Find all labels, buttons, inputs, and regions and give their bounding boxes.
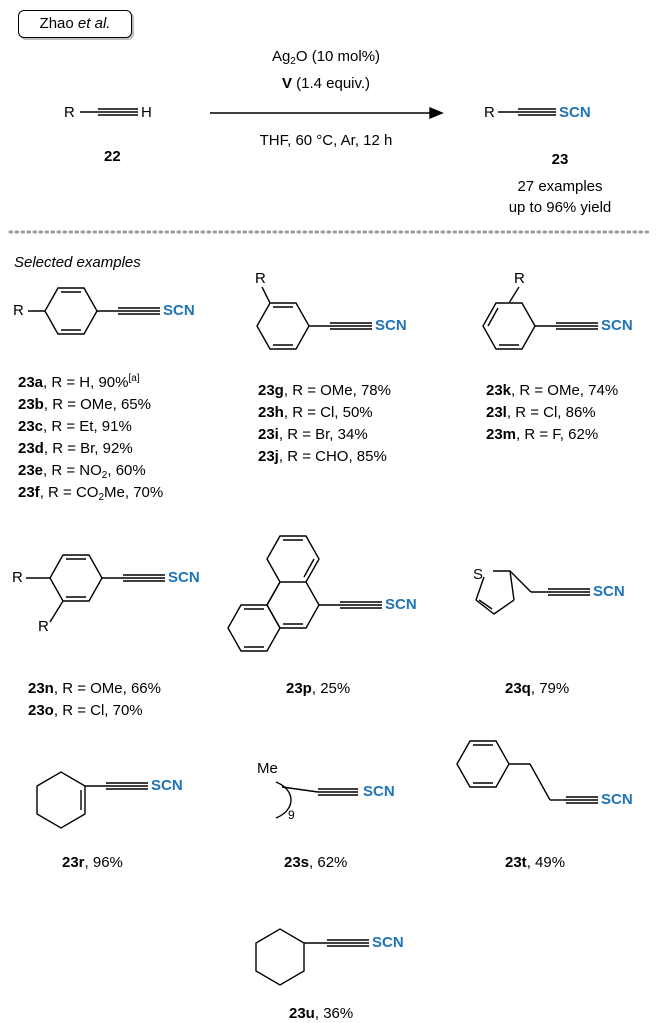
example-23b: 23b, R = OMe, 65% (18, 396, 151, 413)
thiophene-structure (475, 570, 590, 615)
sm-compound-label: 22 (104, 148, 121, 165)
product-compound-label: 23 (551, 151, 569, 168)
meta-aryl-structure (256, 286, 372, 350)
ortho-aryl-structure (482, 286, 598, 350)
alkyne-22-structure (80, 108, 138, 116)
product-r-group: R (484, 104, 495, 121)
example-23m: 23m, R = F, 62% (486, 426, 599, 443)
example-23t: 23t, 49% (505, 854, 566, 871)
example-23c: 23c, R = Et, 91% (18, 418, 132, 435)
alkyl-methyl-group: Me (257, 760, 278, 777)
disub-scn-group: SCN (168, 569, 200, 586)
thiophene-scn-group: SCN (593, 583, 625, 600)
cyclohexyl-structure (255, 928, 369, 986)
product-scn-group: SCN (559, 104, 591, 121)
para-r-group: R (13, 302, 24, 319)
ortho-r-group: R (514, 270, 525, 287)
cyclohexenyl-structure (36, 771, 148, 829)
para-example-list: 23a, R = H, 90%[a] 23b, R = OMe, 65% 23c… (18, 372, 163, 504)
alkyl-scn-group: SCN (363, 783, 395, 800)
citation-author: Zhao (39, 15, 74, 32)
example-23o: 23o, R = Cl, 70% (28, 702, 143, 719)
citation-etal: et al. (77, 15, 111, 32)
example-23g: 23g, R = OMe, 78% (258, 382, 391, 399)
reagent-silver-oxide: Ag2O (10 mol%) (271, 48, 381, 67)
disub-example-list: 23n, R = OMe, 66% 23o, R = Cl, 70% (28, 678, 161, 722)
meta-example-list: 23g, R = OMe, 78% 23h, R = Cl, 50% 23i, … (258, 380, 391, 468)
para-aryl-structure (28, 287, 160, 335)
citation-box: Zhao et al. (18, 10, 132, 38)
example-23l: 23l, R = Cl, 86% (486, 404, 596, 421)
max-yield: up to 96% yield (508, 199, 612, 216)
example-23p: 23p, 25% (286, 680, 351, 697)
meta-r-group: R (255, 270, 266, 287)
example-23q: 23q, 79% (505, 680, 570, 697)
example-23h: 23h, R = Cl, 50% (258, 404, 373, 421)
meta-scn-group: SCN (375, 317, 407, 334)
ortho-scn-group: SCN (601, 317, 633, 334)
sm-h-atom: H (141, 104, 152, 121)
reagent-v: V (1.4 equiv.) (281, 75, 371, 92)
sm-r-group: R (64, 104, 75, 121)
example-23f: 23f, R = CO2Me, 70% (18, 484, 164, 503)
example-23k: 23k, R = OMe, 74% (486, 382, 619, 399)
example-23i: 23i, R = Br, 34% (258, 426, 368, 443)
example-23a: 23a, R = H, 90%[a] (18, 373, 140, 392)
para-scn-group: SCN (163, 302, 195, 319)
phenylbutynyl-structure (456, 740, 598, 804)
examples-count: 27 examples (517, 178, 603, 195)
cyclohexenyl-scn-group: SCN (151, 777, 183, 794)
example-23d: 23d, R = Br, 92% (18, 440, 133, 457)
phenanthrene-scn-group: SCN (385, 596, 417, 613)
disub-r-group-meta: R (38, 618, 49, 635)
example-23j: 23j, R = CHO, 85% (258, 448, 387, 465)
reaction-arrow (210, 106, 444, 120)
example-23s: 23s, 62% (284, 854, 348, 871)
disubstituted-aryl-structure (26, 554, 165, 623)
section-title: Selected examples (14, 254, 141, 271)
example-23n: 23n, R = OMe, 66% (28, 680, 161, 697)
phenanthrene-structure (227, 535, 382, 652)
ortho-example-list: 23k, R = OMe, 74% 23l, R = Cl, 86% 23m, … (486, 380, 618, 446)
example-23r: 23r, 96% (62, 854, 123, 871)
alkyl-repeat-count: 9 (288, 808, 295, 822)
phenylbutynyl-scn-group: SCN (601, 791, 633, 808)
example-23e: 23e, R = NO2, 60% (18, 462, 146, 481)
thiophene-s-atom: S (473, 566, 484, 583)
example-23u: 23u, 36% (289, 1005, 354, 1022)
alkyl-chain-structure (275, 781, 358, 819)
reaction-conditions: THF, 60 °C, Ar, 12 h (259, 132, 393, 149)
disub-r-group-para: R (12, 569, 23, 586)
cyclohexyl-scn-group: SCN (372, 934, 404, 951)
alkyne-23-structure (498, 108, 556, 116)
